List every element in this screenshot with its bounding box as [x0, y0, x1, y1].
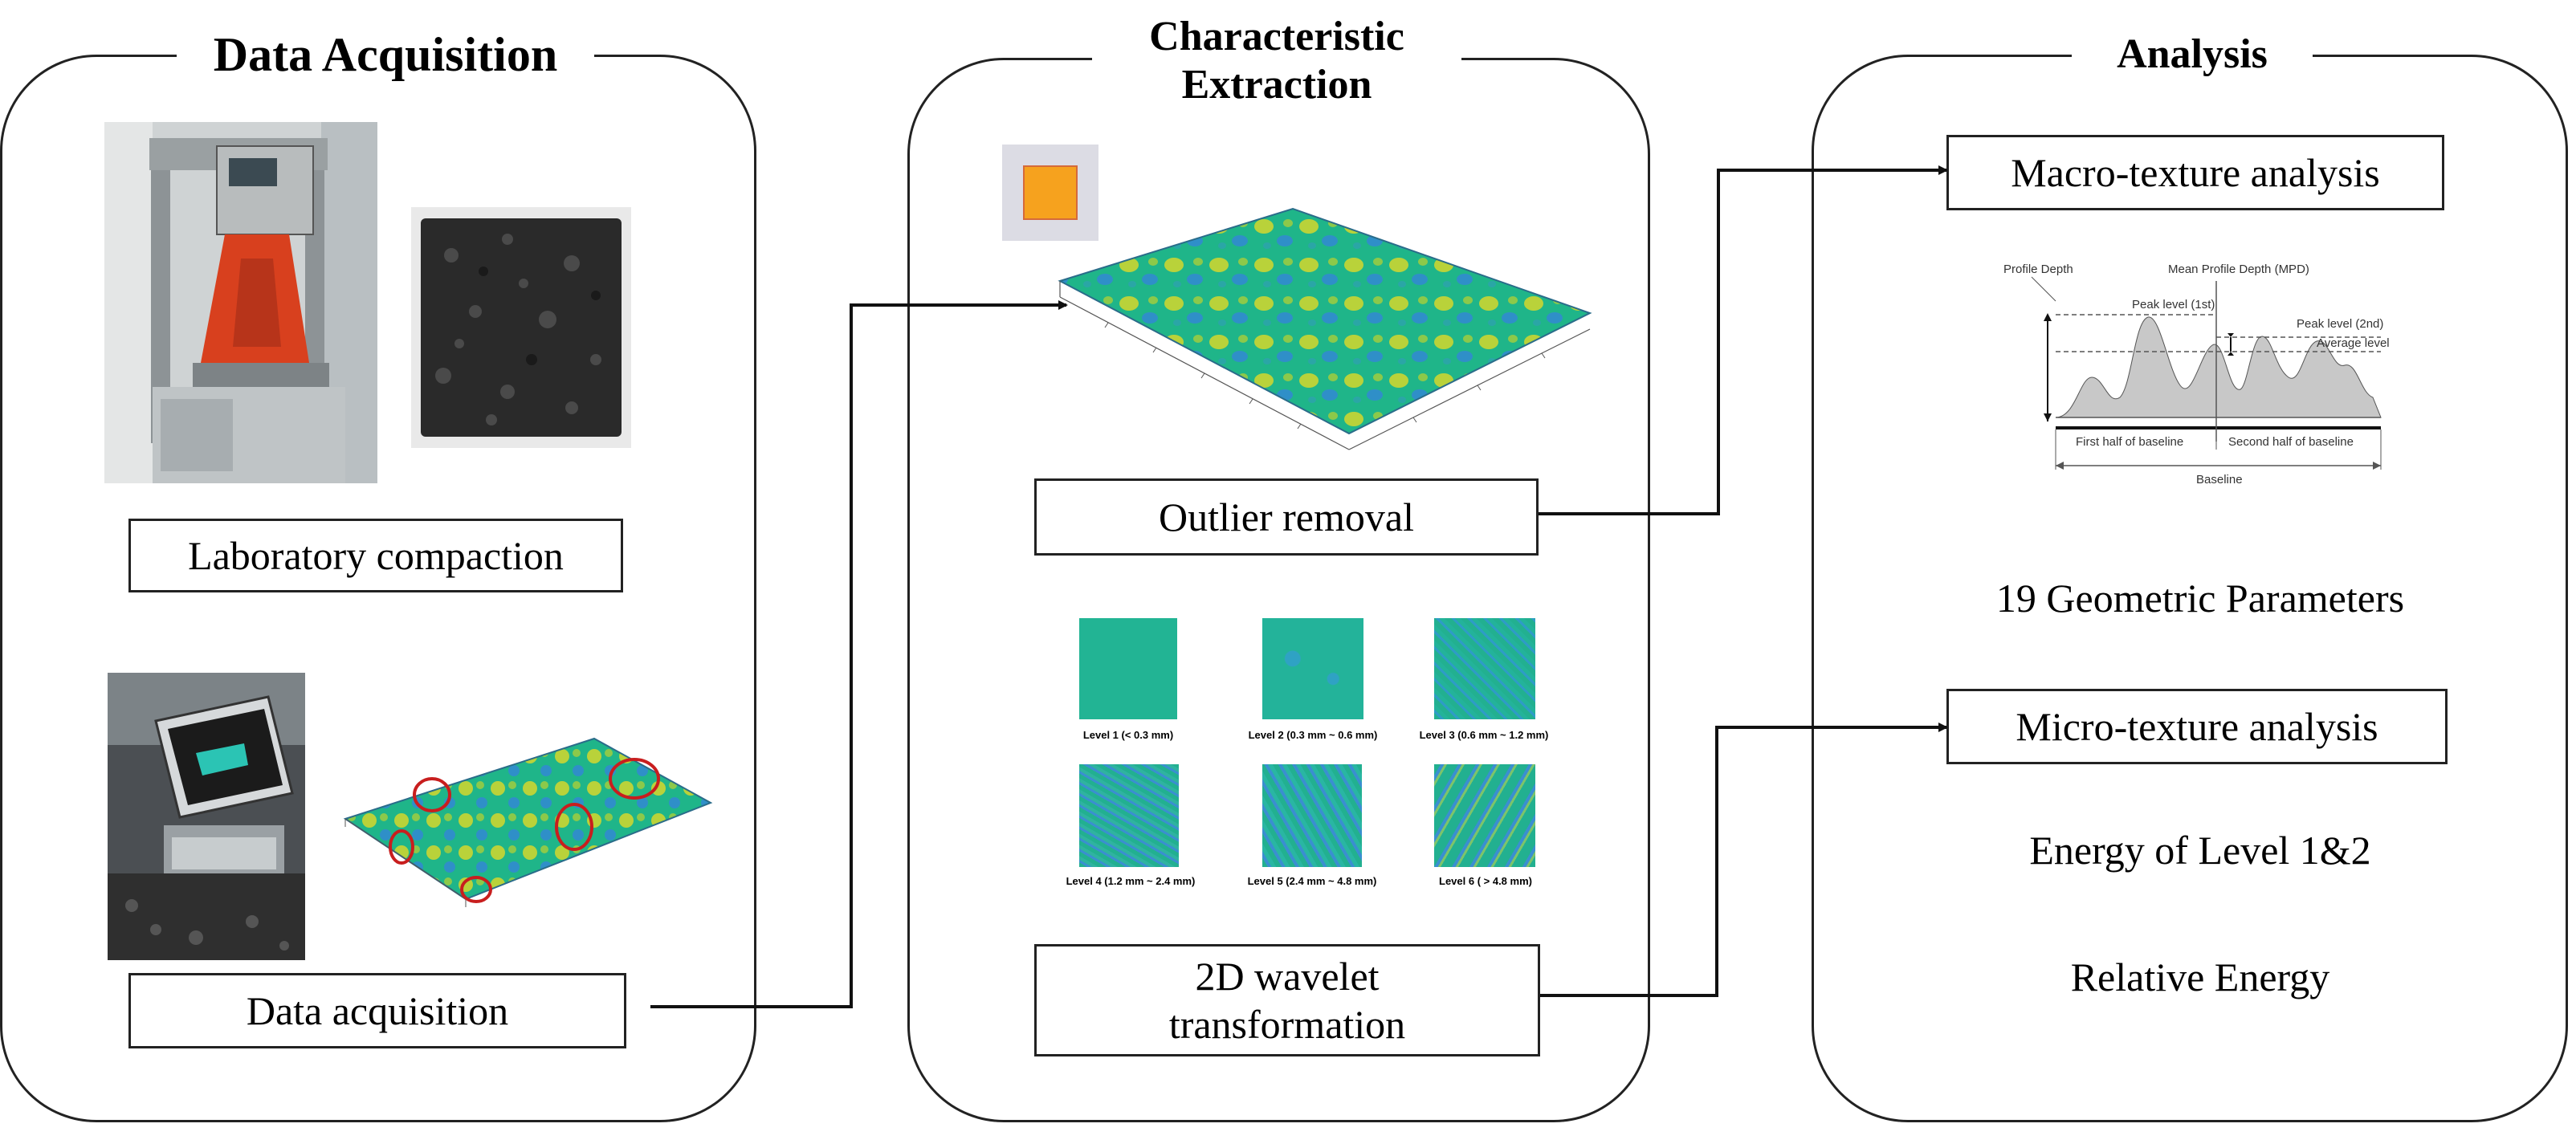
laser-scanner-photo — [108, 673, 305, 960]
panel-title-acquisition: Data Acquisition — [177, 27, 594, 83]
annotation-circle — [413, 777, 451, 812]
profile-depth-text: Profile Depth — [2003, 263, 2073, 276]
surface-thumbnail-icon — [1002, 145, 1098, 241]
asphalt-specimen-photo — [411, 207, 631, 448]
annotation-circle — [609, 758, 660, 800]
panel-title-analysis: Analysis — [2072, 31, 2313, 79]
laboratory-compaction-label: Laboratory compaction — [128, 519, 623, 592]
wavelet-level-3-caption: Level 3 (0.6 mm ~ 1.2 mm) — [1419, 729, 1549, 741]
energy-level-label: Energy of Level 1&2 — [2029, 828, 2371, 873]
wavelet-tile-level-1 — [1079, 618, 1177, 719]
mean-profile-depth-diagram: Profile Depth Mean Profile Depth (MPD) P… — [2003, 263, 2390, 486]
wavelet-tile-level-4 — [1079, 764, 1179, 867]
arrow-wavelet-to-micro — [1540, 723, 1948, 997]
wavelet-level-5-caption: Level 5 (2.4 mm ~ 4.8 mm) — [1247, 875, 1377, 887]
arrow-acquisition-to-surface — [650, 300, 1068, 1008]
mean-profile-depth-text: Mean Profile Depth (MPD) — [2168, 263, 2309, 276]
scanned-surface-3d-plot — [343, 737, 713, 907]
peak-level-2nd-text: Peak level (2nd) — [2297, 317, 2383, 331]
second-half-baseline-text: Second half of baseline — [2228, 435, 2354, 449]
panel-title-extraction: Characteristic Extraction — [1092, 8, 1461, 114]
data-acquisition-label: Data acquisition — [128, 973, 626, 1048]
relative-energy-label: Relative Energy — [2070, 955, 2330, 999]
wavelet-level-1-caption: Level 1 (< 0.3 mm) — [1082, 729, 1174, 741]
baseline-text: Baseline — [2196, 473, 2243, 486]
annotation-circle — [555, 803, 593, 851]
wavelet-tile-level-5 — [1262, 764, 1362, 867]
wavelet-tile-level-3 — [1434, 618, 1535, 719]
first-half-baseline-text: First half of baseline — [2076, 435, 2183, 449]
wavelet-level-2-caption: Level 2 (0.3 mm ~ 0.6 mm) — [1248, 729, 1378, 741]
geometric-parameters-label: 19 Geometric Parameters — [1995, 576, 2405, 621]
wavelet-level-4-caption: Level 4 (1.2 mm ~ 2.4 mm) — [1066, 875, 1196, 887]
outlier-removal-label: Outlier removal — [1034, 478, 1539, 556]
micro-texture-analysis-label: Micro-texture analysis — [1946, 689, 2448, 764]
annotation-circle — [460, 876, 492, 903]
laboratory-compactor-photo — [104, 122, 377, 483]
average-level-text: Average level — [2317, 336, 2390, 350]
wavelet-tile-level-6 — [1434, 764, 1535, 867]
macro-texture-analysis-label: Macro-texture analysis — [1946, 135, 2444, 210]
arrow-outlier-to-macro — [1539, 165, 1948, 515]
wavelet-level-6-caption: Level 6 ( > 4.8 mm) — [1439, 875, 1532, 887]
surface-3d-plot — [1058, 207, 1592, 450]
wavelet-tile-level-2 — [1262, 618, 1363, 719]
annotation-circle — [389, 829, 414, 865]
wavelet-transformation-label: 2D wavelet transformation — [1034, 944, 1540, 1056]
peak-level-1st-text: Peak level (1st) — [2132, 298, 2215, 311]
